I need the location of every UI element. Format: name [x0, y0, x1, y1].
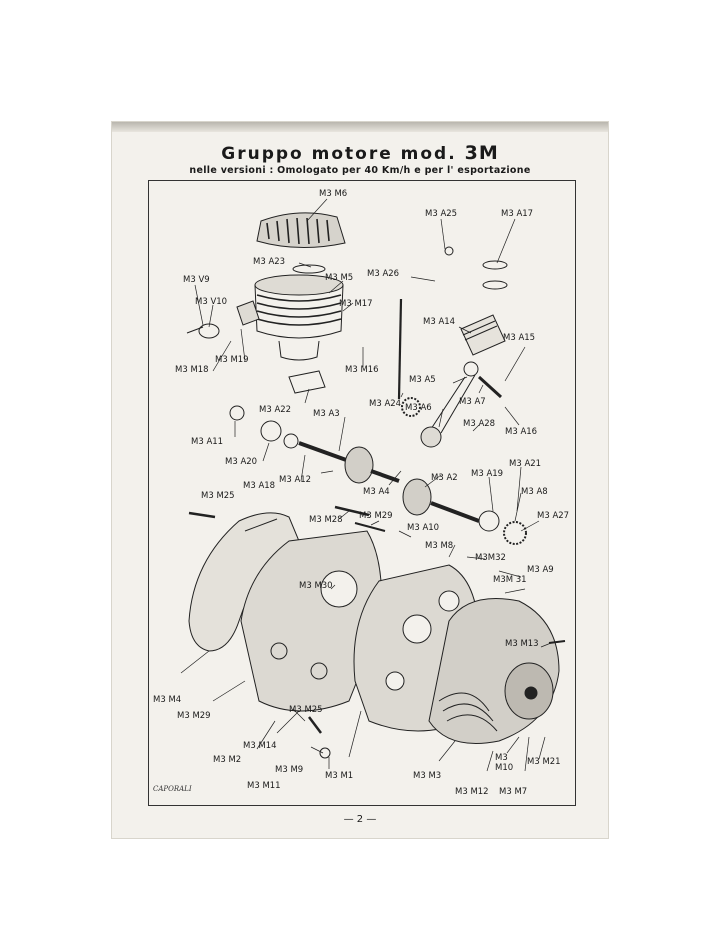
cylinder-part [254, 274, 344, 361]
label-m30: M3 M30 [299, 581, 333, 591]
label-m3: M3 M3 [413, 771, 442, 781]
head-gasket-part [292, 264, 326, 274]
label-m4: M3 M4 [153, 695, 182, 705]
bearing-right-part [478, 510, 500, 532]
connecting-rod-part [420, 361, 479, 448]
intake-manifold-part [186, 300, 260, 339]
label-a24: M3 A24 [369, 399, 402, 409]
label-a6: M3 A6 [405, 403, 432, 413]
screw-m28-part [334, 505, 370, 517]
screw-m13-part [548, 640, 566, 644]
label-m5: M3 M5 [325, 273, 354, 283]
label-a10: M3 A10 [407, 523, 440, 533]
label-a23: M3 A23 [253, 257, 286, 267]
label-a17: M3 A17 [501, 209, 534, 219]
bearing-left-part [260, 420, 282, 442]
piston-pin-part [477, 375, 503, 399]
page-subtitle: nelle versioni : Omologato per 40 Km/h e… [189, 165, 531, 176]
exploded-engine-drawing [180, 198, 566, 772]
label-v10: M3 V10 [195, 297, 228, 307]
label-a8: M3 A8 [521, 487, 548, 497]
label-a9: M3 A9 [527, 565, 554, 575]
label-a2: M3 A2 [431, 473, 458, 483]
page-number: — 2 — [343, 814, 377, 825]
label-a14: M3 A14 [423, 317, 456, 327]
gear-part [503, 521, 527, 545]
seal-left-part [283, 433, 299, 449]
label-m2: M3 M2 [213, 755, 242, 765]
label-a26: M3 A26 [367, 269, 400, 279]
label-m21: M3 M21 [527, 757, 561, 767]
label-m10-bottom: M10 [495, 763, 514, 773]
label-m6: M3 M6 [319, 189, 348, 199]
label-m17: M3 M17 [339, 299, 373, 309]
screw-m25-part [188, 511, 216, 519]
label-a18: M3 A18 [243, 481, 276, 491]
label-a25: M3 A25 [425, 209, 458, 219]
manual-page: Gruppo motore mod. 3M nelle versioni : O… [112, 122, 608, 838]
nut-part [444, 246, 454, 256]
piston-ring-2 [482, 280, 508, 290]
label-m19: M3 M19 [215, 355, 249, 365]
label-m9: M3 M9 [275, 765, 304, 775]
label-a5: M3 A5 [409, 375, 436, 385]
label-a19: M3 A19 [471, 469, 504, 479]
page-top-edge [112, 122, 608, 132]
label-a16: M3 A16 [505, 427, 538, 437]
label-m1: M3 M1 [325, 771, 354, 781]
left-crankcase-part [240, 530, 383, 712]
gasket-part [288, 370, 326, 394]
label-m10-top: M3 [495, 753, 508, 763]
diagram-frame: M3 M6 M3 A25 M3 A17 M3 A23 M3 V9 M3 M5 M… [148, 180, 576, 806]
drain-plug-part [319, 747, 331, 759]
label-a4: M3 A4 [363, 487, 390, 497]
title-prefix: Gruppo motore mod. [221, 144, 457, 164]
label-a3: M3 A3 [313, 409, 340, 419]
label-m11: M3 M11 [247, 781, 281, 791]
crankshaft-part [298, 441, 480, 523]
small-gear-part [401, 397, 421, 417]
screw-m25b-part [308, 716, 322, 734]
cylinder-head-part [256, 212, 346, 248]
label-m25-top: M3 M25 [201, 491, 235, 501]
piston-part [460, 314, 506, 356]
label-m29-top: M3 M29 [359, 511, 393, 521]
artist-signature: CAPORALI [153, 785, 192, 793]
label-a11: M3 A11 [191, 437, 224, 447]
stud-part [397, 298, 403, 400]
page-title: Gruppo motore mod. 3M [112, 142, 608, 164]
label-m18: M3 M18 [175, 365, 209, 375]
label-m25-bottom: M3 M25 [289, 705, 323, 715]
label-m16: M3 M16 [345, 365, 379, 375]
label-m29-bottom: M3 M29 [177, 711, 211, 721]
label-m12: M3 M12 [455, 787, 489, 797]
title-model: 3M [464, 142, 499, 164]
label-a27: M3 A27 [537, 511, 570, 521]
label-m13: M3 M13 [505, 639, 539, 649]
piston-ring-1 [482, 260, 508, 270]
label-a22: M3 A22 [259, 405, 292, 415]
label-v9: M3 V9 [183, 275, 210, 285]
label-m7: M3 M7 [499, 787, 528, 797]
label-m28: M3 M28 [309, 515, 343, 525]
label-a12: M3 A12 [279, 475, 312, 485]
label-a28: M3 A28 [463, 419, 496, 429]
label-a20: M3 A20 [225, 457, 258, 467]
label-m32: M3M32 [475, 553, 506, 563]
label-a7: M3 A7 [459, 397, 486, 407]
label-a21: M3 A21 [509, 459, 542, 469]
screw-m29-part [354, 522, 386, 532]
label-a15: M3 A15 [503, 333, 536, 343]
label-m14: M3 M14 [243, 741, 277, 751]
flywheel-cover-part [428, 598, 560, 744]
bushing-part [229, 405, 245, 421]
label-m31: M3M 31 [493, 575, 527, 585]
label-m8: M3 M8 [425, 541, 454, 551]
